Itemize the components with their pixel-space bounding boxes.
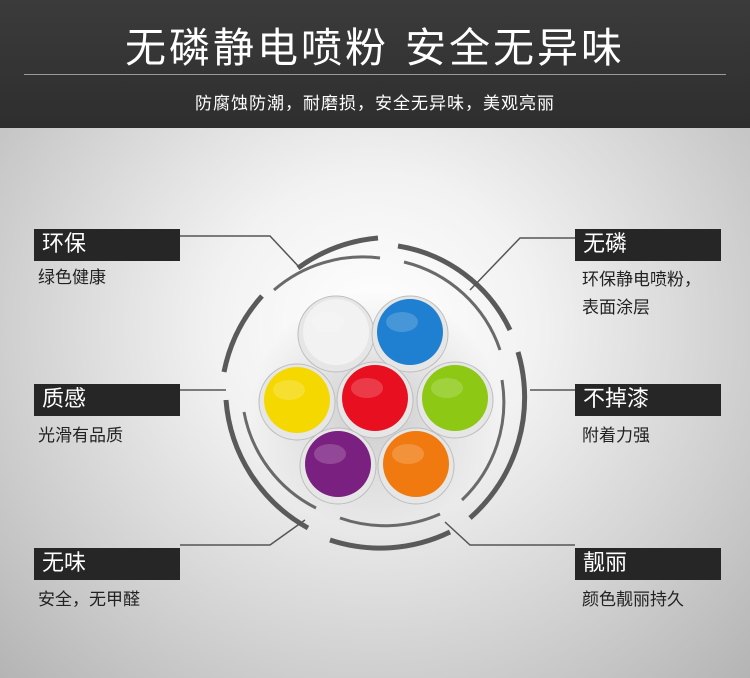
feature-desc-beautiful: 颜色靓丽持久 <box>582 590 684 610</box>
outer-ring-arc <box>329 529 452 551</box>
outer-ring-arc <box>296 235 379 271</box>
powder-jar-green <box>416 361 494 439</box>
connector-odorless <box>180 519 306 546</box>
inner-ring-arc <box>273 255 381 292</box>
feature-tag-texture: 质感 <box>34 384 180 416</box>
powder-jar-blue <box>371 295 449 373</box>
feature-desc-odorless: 安全，无甲醛 <box>38 590 140 610</box>
outer-ring-arc <box>468 351 528 520</box>
feature-desc-phosphorus-free-2: 表面涂层 <box>582 298 650 318</box>
feature-desc-no-peel: 附着力强 <box>582 426 650 446</box>
outer-ring-arc <box>221 294 264 373</box>
inner-ring-arc <box>460 379 506 502</box>
feature-tag-no-peel: 不掉漆 <box>575 384 721 416</box>
feature-tag-eco: 环保 <box>34 229 180 261</box>
feature-desc-texture: 光滑有品质 <box>38 426 123 446</box>
outer-ring-arc <box>397 243 513 332</box>
powder-jar-red <box>336 361 414 439</box>
header-band: 无磷静电喷粉 安全无异味 防腐蚀防潮，耐磨损，安全无异味，美观亮丽 <box>0 0 750 128</box>
powder-jar-white <box>297 295 375 373</box>
connector-eco <box>180 235 301 269</box>
powder-jar-yellow <box>258 363 336 441</box>
outer-ring-arc <box>223 399 310 531</box>
inner-ring-arc <box>403 260 502 351</box>
page-title: 无磷静电喷粉 安全无异味 <box>124 24 626 72</box>
powder-jar-orange <box>377 427 455 505</box>
connector-phosphorus <box>469 237 575 291</box>
connector-beautiful <box>444 521 575 546</box>
header-divider <box>24 74 726 75</box>
page-subtitle: 防腐蚀防潮，耐磨损，安全无异味，美观亮丽 <box>195 94 555 114</box>
feature-desc-eco: 绿色健康 <box>38 268 106 288</box>
feature-desc-phosphorus-free-1: 环保静电喷粉， <box>582 270 701 290</box>
feature-tag-beautiful: 靓丽 <box>575 548 721 580</box>
feature-tag-phosphorus-free: 无磷 <box>575 229 721 261</box>
feature-tag-odorless: 无味 <box>34 548 180 580</box>
powder-jar-purple <box>299 427 377 505</box>
